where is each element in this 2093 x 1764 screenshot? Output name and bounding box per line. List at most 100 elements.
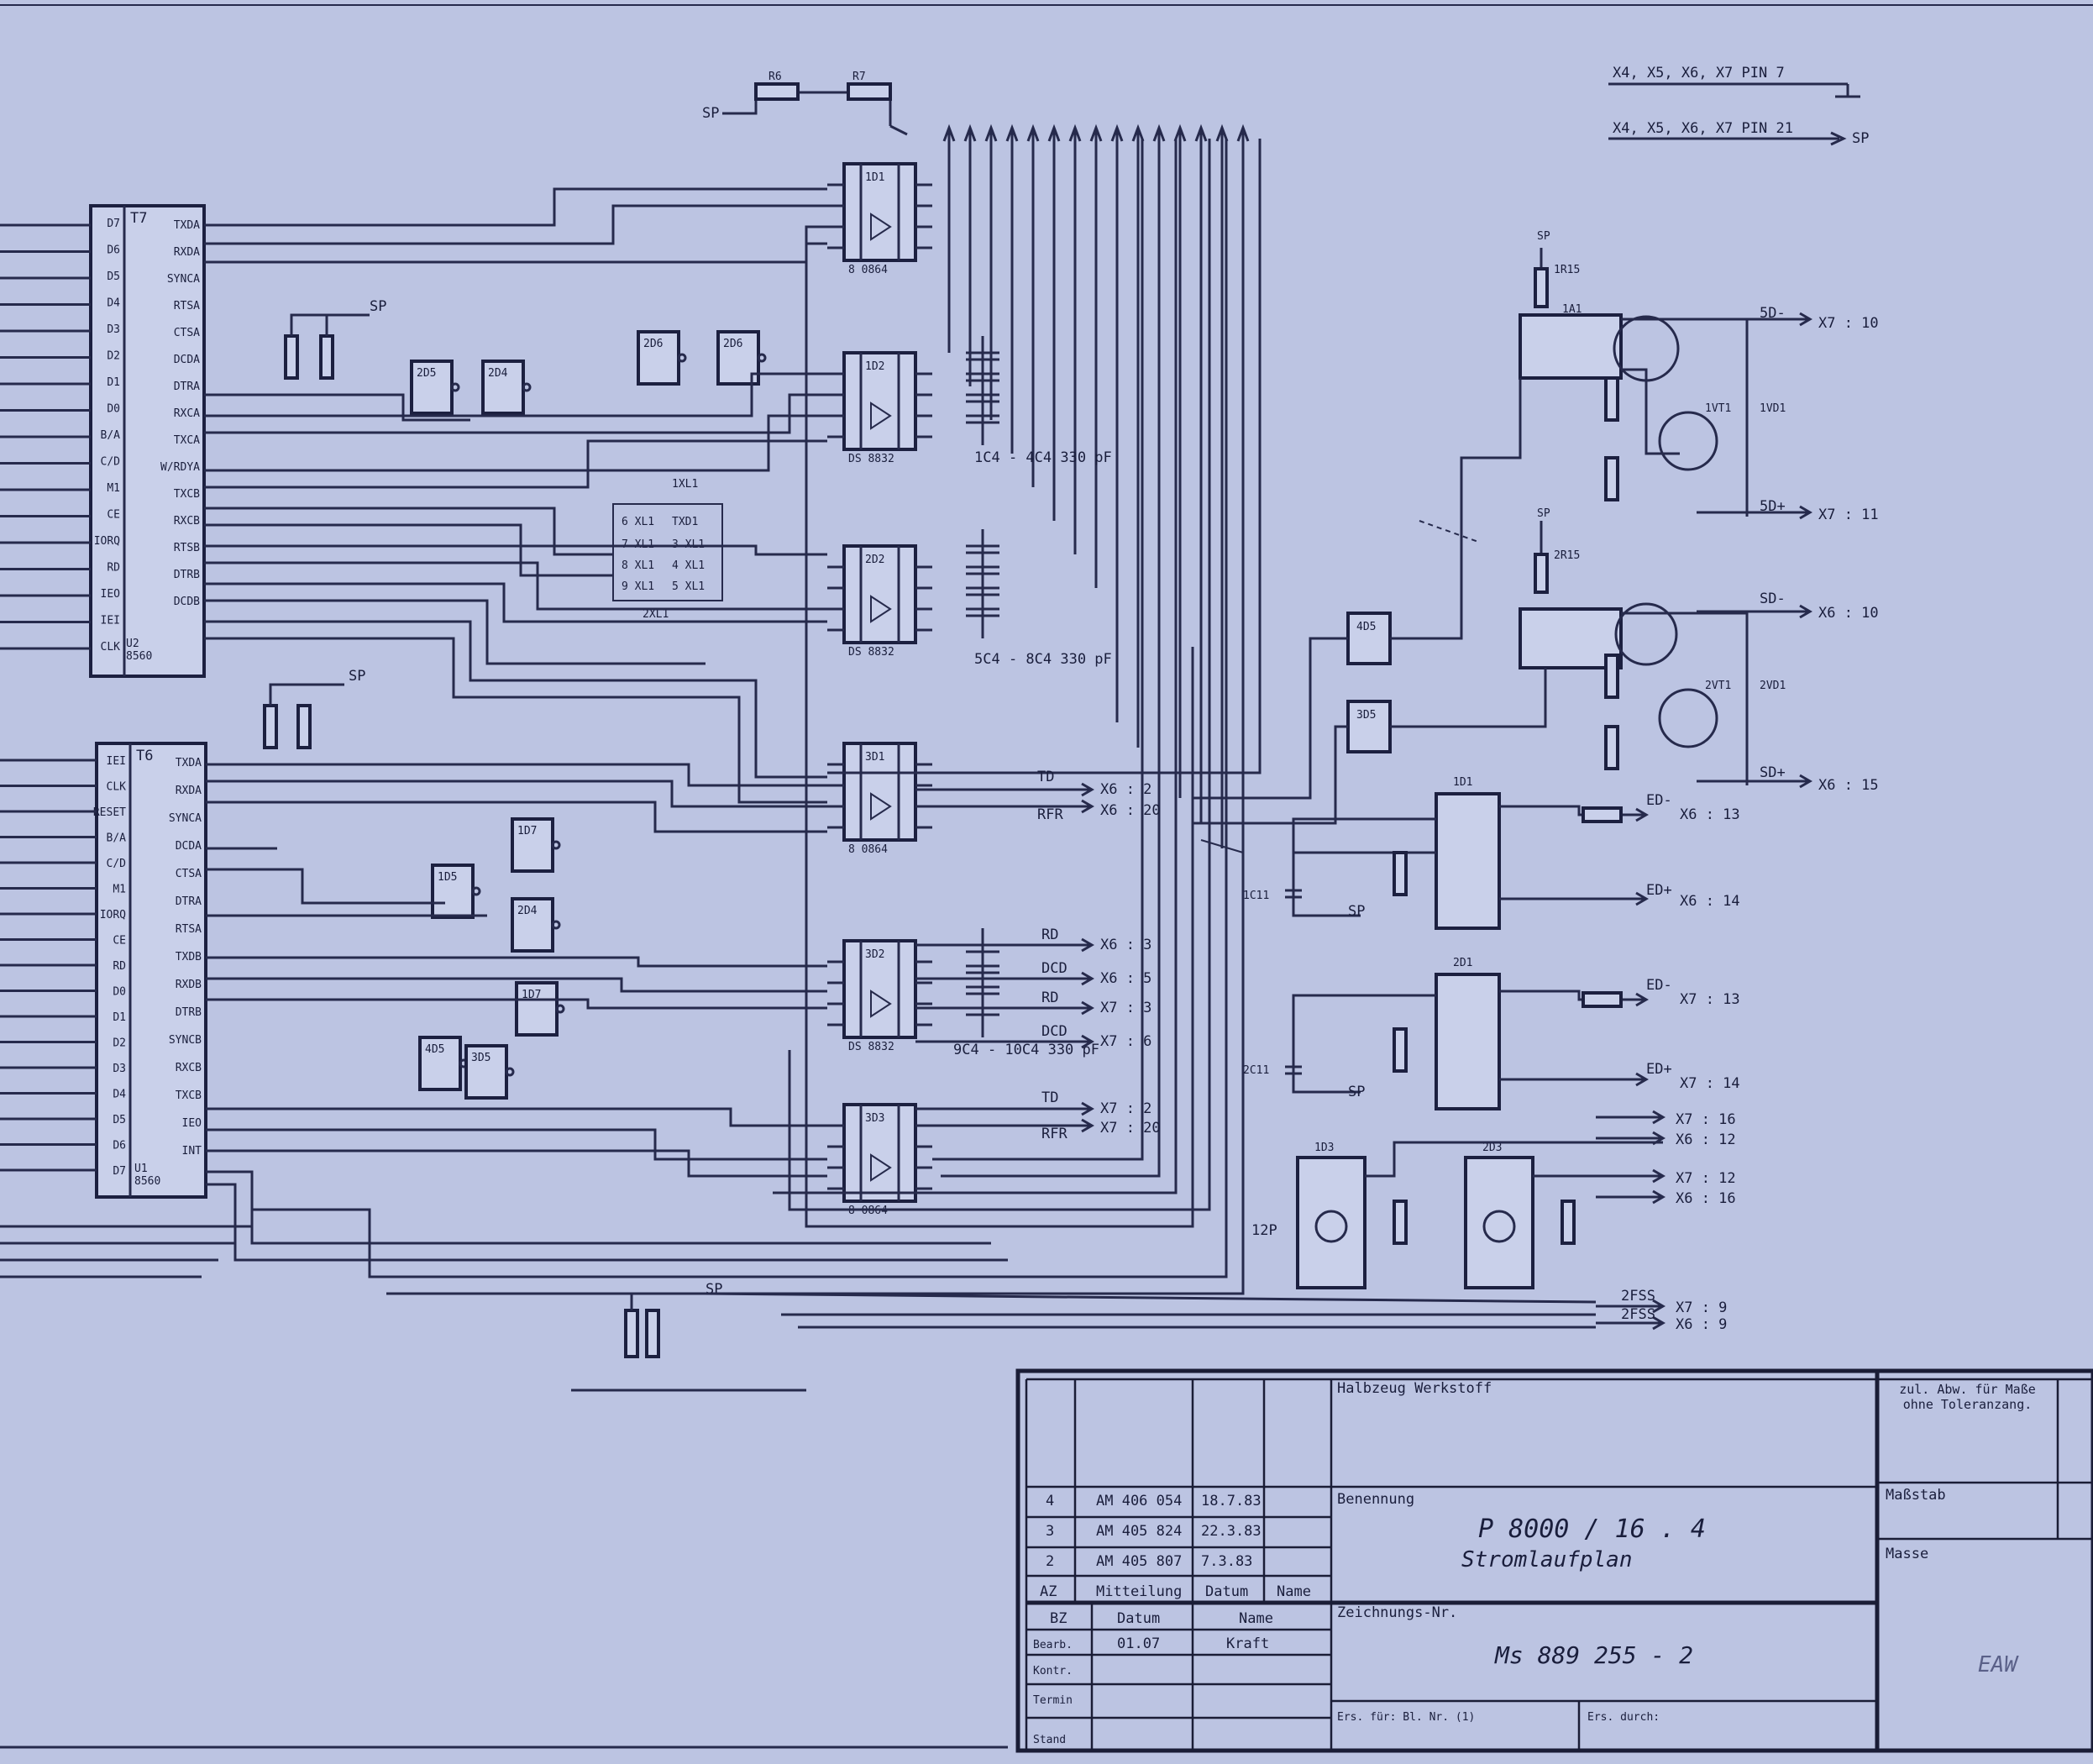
pin-label: CE <box>113 935 126 948</box>
svg-text:ED-: ED- <box>1646 792 1672 809</box>
conn-x7-20: X7 : 20 <box>1100 1120 1161 1137</box>
svg-text:5D-: 5D- <box>1760 305 1786 322</box>
conn-x7-6: X7 : 6 <box>1100 1033 1151 1050</box>
pin-label: CLK <box>107 781 127 794</box>
appr-role-3: Stand <box>1033 1734 1066 1746</box>
conn-x6-20: X6 : 20 <box>1100 802 1161 819</box>
drawing-number: Ms 889 255 - 2 <box>1494 1641 1693 1669</box>
u2-ref: U2 <box>126 638 139 650</box>
pin-label: TXCB <box>174 488 200 501</box>
pin-label: M1 <box>113 884 126 896</box>
conn-x7-10: X7 : 10 <box>1818 315 1879 332</box>
driver-ref: 3D3 <box>865 1112 884 1125</box>
conn-x7-16: X7 : 16 <box>1676 1111 1736 1128</box>
gate-ref: 1D7 <box>522 989 541 1001</box>
title-block: Halbzeug Werkstoff zul. Abw. für Maße oh… <box>1015 1368 2093 1753</box>
svg-text:1D1: 1D1 <box>1453 776 1472 789</box>
footer-right: Ers. durch: <box>1587 1711 1660 1724</box>
pin-label: IEI <box>107 755 126 768</box>
pin-label: INT <box>182 1145 202 1158</box>
pin-label: SYNCB <box>169 1034 202 1047</box>
conn-x6-2: X6 : 2 <box>1100 781 1151 798</box>
current-loop-section: 1D1 ED-ED+ X6 : 13 X6 : 14 1C11 SP 2D1 E… <box>1243 776 1740 1333</box>
pin-label: TXDA <box>176 757 202 769</box>
conn-x7-14: X7 : 14 <box>1680 1075 1740 1092</box>
svg-text:ED+: ED+ <box>1646 882 1672 899</box>
appr-header-bz: BZ <box>1050 1610 1067 1627</box>
gate-ref: 2D4 <box>488 367 508 380</box>
svg-text:SP: SP <box>1537 230 1550 243</box>
pin-label: IORQ <box>100 909 126 921</box>
caps-note-3: 9C4 - 10C4 330 pF <box>953 1042 1099 1058</box>
rev-mitteilung-2: AM 405 807 <box>1096 1553 1182 1570</box>
footer-left: Ers. für: Bl. Nr. (1) <box>1337 1711 1475 1724</box>
svg-text:SP: SP <box>702 105 719 122</box>
chip-u1: T6 8560 U1 IEICLKRESETB/AC/DM1IORQCERDD0… <box>93 742 207 1199</box>
pin-label: TXCB <box>176 1089 202 1102</box>
pin-label: D5 <box>113 1114 126 1126</box>
pin-label: IEO <box>101 588 121 601</box>
pin-label: RXDB <box>176 979 202 991</box>
u1-ref: U1 <box>134 1163 148 1175</box>
rev-header-datum: Datum <box>1205 1583 1248 1600</box>
pin-label: DTRB <box>176 1006 202 1019</box>
pin-label: RTSB <box>174 542 200 554</box>
u2-left-pins: D7D6D5D4D3D2D1D0B/AC/DM1CEIORQRDIEOIEICL… <box>94 218 120 654</box>
svg-text:RD: RD <box>1041 927 1058 943</box>
conn-x6-13: X6 : 13 <box>1680 806 1740 823</box>
svg-text:ED-: ED- <box>1646 977 1672 994</box>
svg-text:TD: TD <box>1037 769 1054 785</box>
pin-notes: X4, X5, X6, X7 PIN 7 X4, X5, X6, X7 PIN … <box>1608 65 1869 147</box>
svg-text:12P: 12P <box>1251 1222 1277 1239</box>
driver-ref: 2D2 <box>865 554 884 566</box>
caps-note-1: 1C4 - 4C4 330 pF <box>974 449 1112 466</box>
gate-ref: 4D5 <box>425 1043 444 1056</box>
svg-text:SD+: SD+ <box>1760 764 1786 781</box>
svg-text:T7: T7 <box>130 210 147 227</box>
conn-x6-10: X6 : 10 <box>1818 605 1879 622</box>
caps-note-2: 5C4 - 8C4 330 pF <box>974 651 1112 668</box>
conn-x7-12: X7 : 12 <box>1676 1170 1736 1187</box>
pin-label: TXDA <box>174 219 200 232</box>
driver-part: 8 0864 <box>848 843 888 856</box>
pin-label: DTRA <box>174 381 200 393</box>
pin-label: IORQ <box>94 535 120 548</box>
conn-x7-3: X7 : 3 <box>1100 1000 1151 1016</box>
rev-header-mitteilung: Mitteilung <box>1096 1583 1182 1600</box>
svg-text:1VD1: 1VD1 <box>1760 402 1786 415</box>
pin-label: M1 <box>107 482 120 495</box>
pin-label: B/A <box>101 429 121 442</box>
rev-az-4: 4 <box>1046 1493 1054 1509</box>
drawing-subtitle: Stromlaufplan <box>1461 1547 1633 1572</box>
pin-label: D0 <box>107 403 120 416</box>
pin-label: D7 <box>107 218 120 230</box>
svg-text:1D3: 1D3 <box>1314 1142 1334 1154</box>
rev-header-az: AZ <box>1040 1583 1057 1600</box>
svg-text:ED+: ED+ <box>1646 1061 1672 1078</box>
gate-ref: 2D4 <box>517 905 538 917</box>
conn-x6-16: X6 : 16 <box>1676 1190 1736 1207</box>
svg-text:SP: SP <box>349 668 365 685</box>
svg-text:2D1: 2D1 <box>1453 957 1472 969</box>
drawing-title: P 8000 / 16 . 4 <box>1478 1515 1706 1544</box>
gate-ref: 3D5 <box>471 1052 490 1064</box>
svg-text:5 XL1: 5 XL1 <box>672 580 705 593</box>
pin-label: CE <box>107 509 120 522</box>
svg-text:SD-: SD- <box>1760 591 1786 607</box>
driver-ref: 1D1 <box>865 171 884 184</box>
svg-text:4D5: 4D5 <box>1356 621 1376 633</box>
u1-right-pins: TXDARXDASYNCADCDACTSADTRARTSATXDBRXDBDTR… <box>169 757 202 1158</box>
appr-name-0: Kraft <box>1226 1635 1269 1652</box>
chip-u2: T7 8560 U2 D7D6D5D4D3D2D1D0B/AC/DM1CEIOR… <box>89 204 206 678</box>
svg-text:2FSS: 2FSS <box>1621 1288 1655 1305</box>
svg-text:RD: RD <box>1041 990 1058 1006</box>
svg-text:2C11: 2C11 <box>1243 1064 1269 1077</box>
svg-text:T6: T6 <box>136 748 153 764</box>
pin-label: DTRA <box>176 895 202 908</box>
rev-az-3: 3 <box>1046 1523 1054 1540</box>
capacitor-stacks <box>966 336 999 1037</box>
conn-x7-11: X7 : 11 <box>1818 507 1879 523</box>
svg-text:SP: SP <box>1537 507 1550 520</box>
